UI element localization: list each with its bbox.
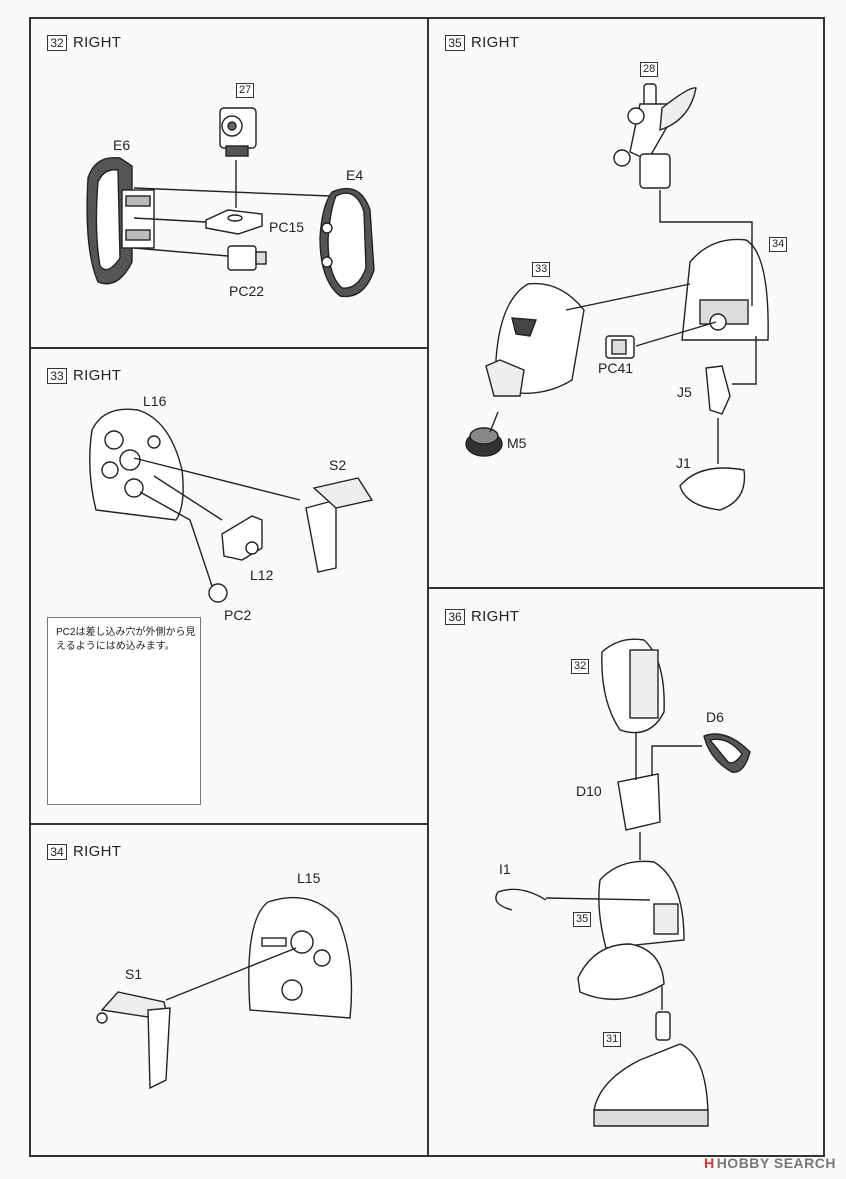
part-pc22 [227, 245, 267, 271]
part-ref-28: 28 [640, 62, 659, 77]
part-34-shell [681, 238, 769, 341]
part-pc2-ball [208, 583, 228, 603]
label-l12: L12 [250, 567, 274, 583]
part-s1 [96, 991, 171, 1090]
step-title: RIGHT [471, 608, 520, 625]
label-i1: I1 [499, 861, 511, 877]
part-e4-shell [319, 187, 375, 298]
assembly-arrows-32 [133, 160, 331, 257]
part-j5 [705, 365, 731, 415]
label-l16: L16 [143, 393, 167, 409]
part-ref-27: 27 [236, 83, 255, 98]
watermark-logo-icon: H [704, 1155, 715, 1171]
note-text: PC2は差し込み穴が外側から見えるようにはめ込みます。 [56, 627, 196, 652]
step-number: 36 [445, 608, 465, 625]
label-e6: E6 [113, 137, 131, 153]
divider-33-34 [29, 823, 427, 825]
divider-35-36 [427, 587, 825, 589]
label-j5: J5 [677, 384, 692, 400]
label-d6: D6 [706, 709, 724, 725]
part-i1-ring [495, 888, 547, 911]
step-36-header: 36 RIGHT [445, 608, 519, 625]
part-ref-31: 31 [603, 1032, 622, 1047]
step-title: RIGHT [73, 367, 122, 384]
step-number: 35 [445, 34, 465, 51]
note-box: PC2は差し込み穴が外側から見えるようにはめ込みます。 [47, 617, 201, 805]
part-33-shell [485, 282, 585, 397]
part-ref-32: 32 [571, 659, 590, 674]
label-pc2: PC2 [224, 607, 252, 623]
part-pc15 [205, 209, 263, 235]
assembly-arrow-34 [165, 947, 297, 1001]
step-title: RIGHT [73, 34, 122, 51]
label-m5: M5 [507, 435, 527, 451]
label-j1: J1 [676, 455, 691, 471]
part-32-shoulder [601, 638, 665, 734]
assembly-arrows-35 [565, 190, 757, 464]
label-d10: D10 [576, 783, 602, 799]
part-l15-shell [248, 896, 353, 1019]
part-27-joint [219, 107, 257, 157]
step-title: RIGHT [73, 843, 122, 860]
part-l12 [221, 515, 263, 561]
part-e6-shell [86, 156, 155, 285]
step-number: 33 [47, 367, 67, 384]
part-28-arm [613, 83, 697, 189]
label-pc41: PC41 [598, 360, 634, 376]
step-title: RIGHT [471, 34, 520, 51]
part-ref-34: 34 [769, 237, 788, 252]
part-d10 [617, 773, 661, 831]
label-pc22: PC22 [229, 283, 265, 299]
step-number: 32 [47, 34, 67, 51]
step-32-header: 32 RIGHT [47, 34, 121, 51]
part-pc41 [605, 335, 635, 359]
label-e4: E4 [346, 167, 364, 183]
part-m5 [465, 411, 503, 457]
label-s2: S2 [329, 457, 347, 473]
step-35-header: 35 RIGHT [445, 34, 519, 51]
assembly-arrows-36 [545, 732, 702, 1010]
part-ref-33: 33 [532, 262, 551, 277]
assembly-arrows-33 [133, 457, 301, 587]
divider-32-33 [29, 347, 427, 349]
label-s1: S1 [125, 966, 143, 982]
part-s2 [305, 477, 374, 573]
part-l16-shell [89, 408, 184, 521]
part-31-base [593, 1011, 709, 1127]
part-ref-35: 35 [573, 912, 592, 927]
part-d6 [703, 733, 751, 773]
watermark-text: HOBBY SEARCH [716, 1155, 836, 1171]
step-number: 34 [47, 843, 67, 860]
part-35-body [577, 860, 685, 1001]
step-33-header: 33 RIGHT [47, 367, 121, 384]
label-pc15: PC15 [269, 219, 305, 235]
part-j1 [679, 467, 746, 511]
step-34-header: 34 RIGHT [47, 843, 121, 860]
label-l15: L15 [297, 870, 321, 886]
